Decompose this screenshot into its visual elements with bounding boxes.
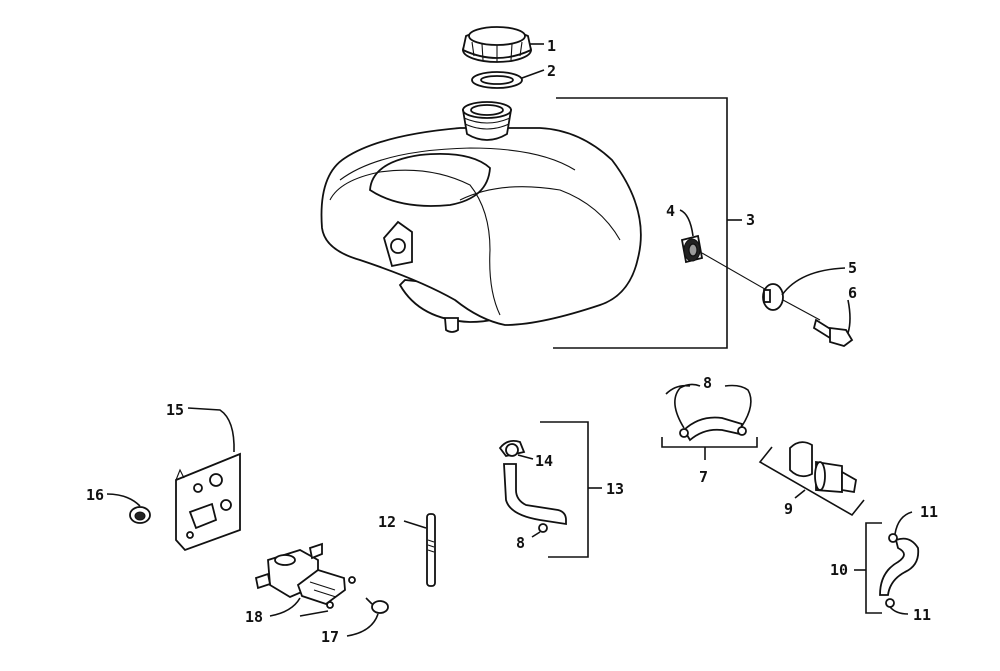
callout-3: 3 — [746, 211, 755, 229]
part-fuel-valve-18 — [254, 542, 356, 617]
callout-6: 6 — [848, 284, 857, 302]
callout-1: 1 — [547, 37, 556, 55]
callout-18: 18 — [245, 608, 263, 626]
callout-14: 14 — [535, 452, 553, 470]
part-cap-gasket — [471, 71, 523, 89]
part-hose-10 — [854, 511, 920, 615]
callout-8-line: 8 — [516, 534, 525, 552]
callout-11-top: 11 — [920, 503, 938, 521]
part-hose-7 — [661, 383, 758, 460]
part-fuel-line-13 — [498, 421, 602, 558]
callout-12: 12 — [378, 513, 396, 531]
callout-11-bottom: 11 — [913, 606, 931, 624]
callout-10: 10 — [830, 561, 848, 579]
callout-8-hose: 8 — [703, 374, 712, 392]
part-fuel-cap — [461, 26, 533, 63]
callout-17: 17 — [321, 628, 339, 646]
part-screw-17 — [346, 597, 389, 637]
callout-16: 16 — [86, 486, 104, 504]
part-tube-12 — [403, 513, 436, 587]
callout-4: 4 — [666, 202, 675, 220]
part-clip-16 — [106, 493, 151, 524]
callout-5: 5 — [848, 259, 857, 277]
callout-13: 13 — [606, 480, 624, 498]
callout-7: 7 — [699, 468, 708, 486]
part-fuel-tank — [320, 101, 642, 333]
part-mount-bracket-15 — [175, 407, 241, 552]
leader-lines — [521, 43, 691, 395]
part-bolt — [812, 299, 854, 347]
callout-9: 9 — [784, 500, 793, 518]
bracket-3 — [553, 97, 742, 349]
callout-2: 2 — [547, 62, 556, 80]
part-grommet — [679, 209, 704, 264]
callout-15: 15 — [166, 401, 184, 419]
callout-labels: 1 2 3 4 5 6 7 8 9 10 11 11 12 13 14 8 15… — [86, 37, 938, 646]
part-washer — [762, 267, 846, 311]
part-filter-9 — [758, 441, 865, 517]
